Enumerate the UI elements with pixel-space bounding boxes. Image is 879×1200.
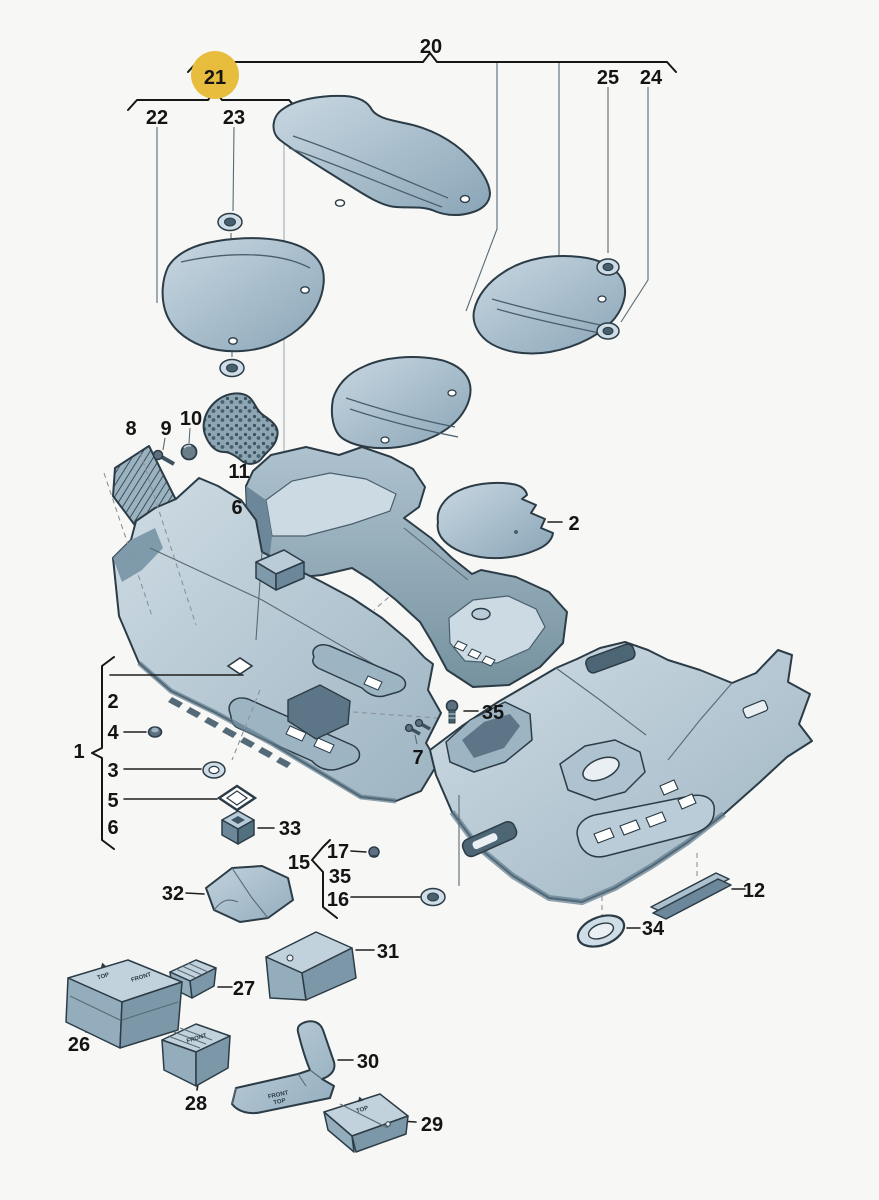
callout-2-12[interactable]: 2 <box>107 691 118 713</box>
callout-7-20[interactable]: 7 <box>412 747 423 769</box>
foam-marking-front-28: FRONT <box>186 1033 208 1045</box>
callout-34-26[interactable]: 34 <box>642 918 665 940</box>
callout-32-27[interactable]: 32 <box>162 883 184 905</box>
callout-17-22[interactable]: 17 <box>327 841 349 863</box>
foam-marking-front-30: FRONT <box>268 1090 290 1100</box>
callout-8-6[interactable]: 8 <box>125 418 136 440</box>
front-right-floor-mat <box>330 356 472 450</box>
bracket-group-15 <box>311 839 421 919</box>
floor-covering-front-main <box>112 477 442 804</box>
foam-block-part-31 <box>265 931 375 1001</box>
callout-2-11[interactable]: 2 <box>568 513 579 535</box>
callout-29-33[interactable]: 29 <box>421 1114 443 1136</box>
callout-1-14[interactable]: 1 <box>73 741 84 763</box>
callout-28-31[interactable]: 28 <box>185 1093 207 1115</box>
cap-part-10 <box>180 427 198 461</box>
callout-33-18[interactable]: 33 <box>279 818 301 840</box>
foam-block-part-28: FRONT <box>161 1023 231 1091</box>
callout-9-7[interactable]: 9 <box>160 418 171 440</box>
callout-5-16[interactable]: 5 <box>107 790 118 812</box>
screws-part-7 <box>352 711 438 745</box>
callout-3-15[interactable]: 3 <box>107 760 118 782</box>
screw-part-9 <box>152 437 175 466</box>
frame-part-5 <box>216 784 258 812</box>
callout-15-21[interactable]: 15 <box>288 852 310 874</box>
callout-25-4[interactable]: 25 <box>597 67 619 89</box>
floor-covering-rear <box>429 641 813 906</box>
callout-23-3[interactable]: 23 <box>223 107 245 129</box>
callout-24-5[interactable]: 24 <box>640 67 663 89</box>
callout-6-10[interactable]: 6 <box>231 497 242 519</box>
foam-block-part-26: TOP FRONT <box>65 959 183 1049</box>
nut-part-4 <box>147 726 163 738</box>
clip-part-33 <box>221 810 275 845</box>
foam-marking-front: FRONT <box>131 972 153 984</box>
mat-fastener-grommets <box>217 212 620 378</box>
foam-marking-top: TOP <box>97 972 110 981</box>
rear-left-floor-mat <box>161 237 325 353</box>
grommet-part-3 <box>202 761 226 779</box>
callout-26-30[interactable]: 26 <box>68 1034 90 1056</box>
foam-wedge-part-32 <box>185 865 294 923</box>
callout-31-28[interactable]: 31 <box>377 941 399 963</box>
callout-20-0[interactable]: 20 <box>420 36 442 58</box>
grommet-part-16 <box>420 795 460 907</box>
callout-16-24[interactable]: 16 <box>327 889 349 911</box>
callout-35-19[interactable]: 35 <box>482 702 504 724</box>
front-left-floor-mat <box>272 94 491 217</box>
foam-marking-top-29: TOP <box>356 1105 369 1114</box>
callout-11-9[interactable]: 11 <box>228 461 249 483</box>
screw-part-35 <box>445 699 479 724</box>
callout-12-25[interactable]: 12 <box>743 880 765 902</box>
mat-piece-part-2 <box>373 481 563 611</box>
clip-part-17 <box>368 846 380 858</box>
callout-21-1[interactable]: 21 <box>204 67 226 89</box>
callout-10-8[interactable]: 10 <box>180 408 202 430</box>
ring-part-34 <box>576 896 641 948</box>
callout-4-13[interactable]: 4 <box>107 722 119 744</box>
callout-30-32[interactable]: 30 <box>357 1051 379 1073</box>
construction-lines <box>103 451 261 761</box>
callout-35-23[interactable]: 35 <box>329 866 351 888</box>
rear-right-floor-mat <box>472 255 627 355</box>
callout-6-17[interactable]: 6 <box>107 817 118 839</box>
strip-part-12 <box>650 853 746 920</box>
foam-bracket-part-30: FRONT TOP <box>231 1020 354 1115</box>
callout-highlight-21 <box>191 51 239 99</box>
foam-marking-top-30: TOP <box>273 1098 286 1106</box>
floor-covering-front-upper <box>245 446 568 688</box>
insulation-bracket-part-11 <box>202 392 279 465</box>
foam-pad-part-29: TOP <box>323 1093 417 1153</box>
sill-slots <box>168 697 291 768</box>
callout-22-2[interactable]: 22 <box>146 107 168 129</box>
bracket-group-1 <box>91 656 244 850</box>
callout-27-29[interactable]: 27 <box>233 978 255 1000</box>
